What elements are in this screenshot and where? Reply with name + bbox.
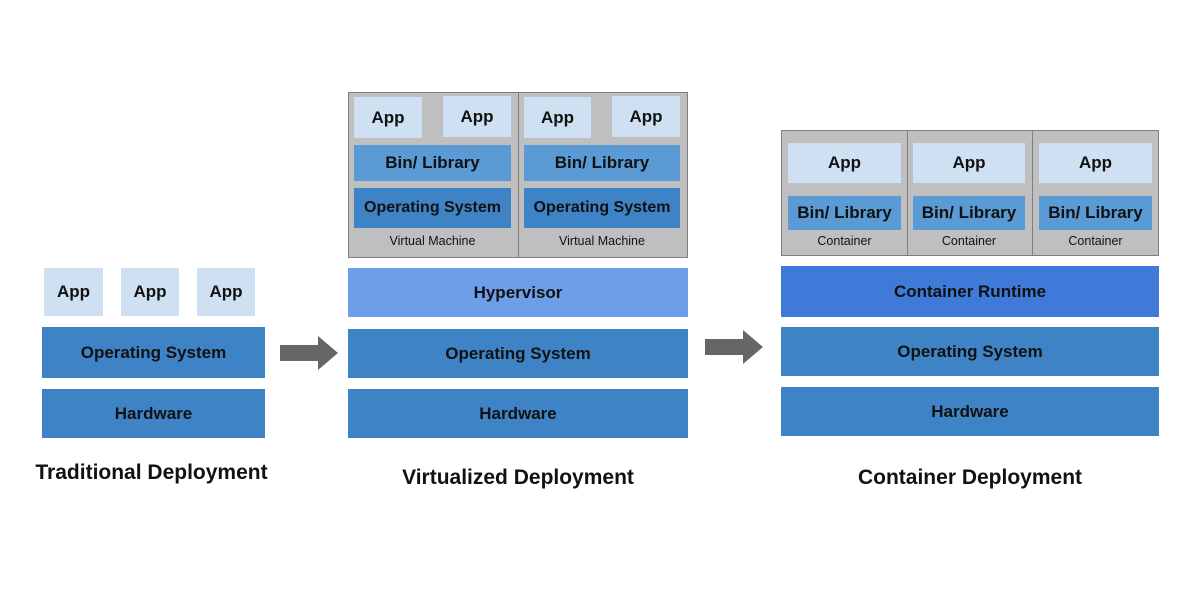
traditional-deployment-title: Traditional Deployment (35, 461, 268, 484)
vm1-operating-system: Operating System (354, 188, 511, 228)
container-operating-system: Operating System (781, 327, 1159, 376)
container-divider-1 (907, 130, 908, 256)
container2-label: Container (941, 234, 997, 248)
vm-divider (518, 92, 519, 258)
container3-app: App (1039, 143, 1152, 183)
container1-label: Container (817, 234, 872, 248)
vm1-app-1: App (354, 97, 422, 138)
container3-label: Container (1068, 234, 1123, 248)
vm2-bin-library: Bin/ Library (524, 145, 680, 181)
vm1-bin-library: Bin/ Library (354, 145, 511, 181)
arrow-right-icon (705, 330, 763, 364)
vm2-app-1: App (524, 97, 591, 138)
vm1-label: Virtual Machine (389, 234, 476, 248)
hypervisor: Hypervisor (348, 268, 688, 317)
container-runtime: Container Runtime (781, 266, 1159, 317)
virtualized-hardware: Hardware (348, 389, 688, 438)
container2-bin-library: Bin/ Library (913, 196, 1025, 230)
container-divider-2 (1032, 130, 1033, 256)
vm2-label: Virtual Machine (559, 234, 645, 248)
vm2-app-2: App (612, 96, 680, 137)
container3-bin-library: Bin/ Library (1039, 196, 1152, 230)
traditional-app-2: App (121, 268, 179, 316)
vm2-operating-system: Operating System (524, 188, 680, 228)
traditional-app-3: App (197, 268, 255, 316)
vm1-app-2: App (443, 96, 511, 137)
arrow-right-icon (280, 336, 338, 370)
container-deployment-title: Container Deployment (857, 466, 1083, 489)
virtualized-deployment-title: Virtualized Deployment (402, 466, 634, 489)
container1-app: App (788, 143, 901, 183)
container-hardware: Hardware (781, 387, 1159, 436)
traditional-app-1: App (44, 268, 103, 316)
virtualized-operating-system: Operating System (348, 329, 688, 378)
traditional-operating-system: Operating System (42, 327, 265, 378)
container2-app: App (913, 143, 1025, 183)
container1-bin-library: Bin/ Library (788, 196, 901, 230)
traditional-hardware: Hardware (42, 389, 265, 438)
